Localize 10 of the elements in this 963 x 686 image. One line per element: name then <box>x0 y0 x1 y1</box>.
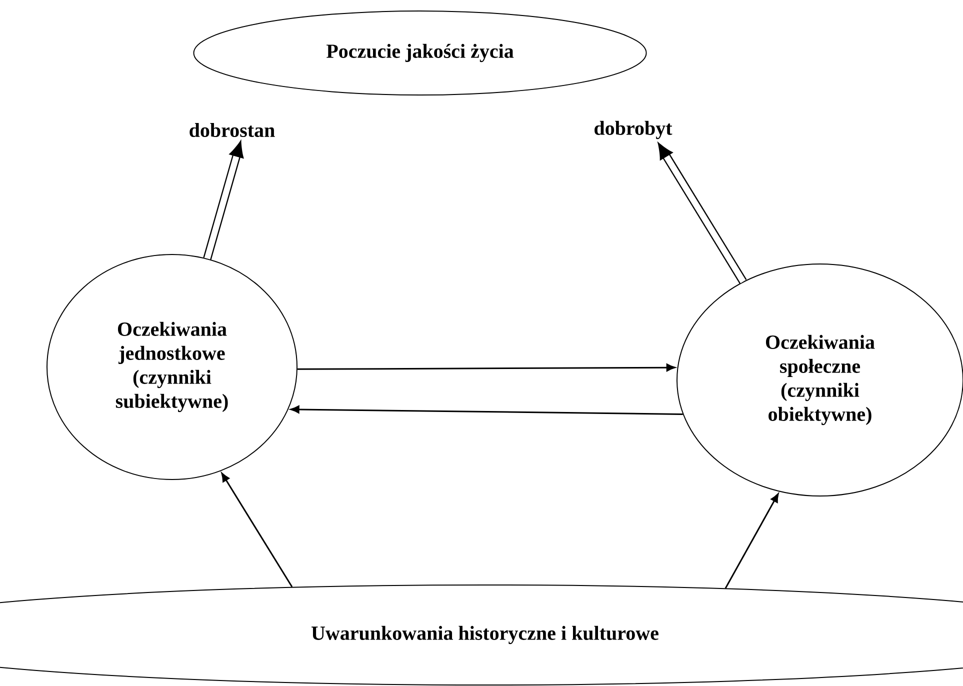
arrow <box>724 493 779 589</box>
ellipse-node: Poczucie jakości życia <box>193 10 647 96</box>
arrow <box>203 140 244 260</box>
arrow <box>221 472 293 588</box>
ellipse-node: Oczekiwania jednostkowe (czynniki subiektywne) <box>46 254 298 480</box>
arrow <box>658 142 747 284</box>
node-label: dobrostan <box>190 122 275 138</box>
arrow <box>297 364 676 372</box>
node-label: dobrobyt <box>594 120 672 140</box>
arrow <box>290 406 683 415</box>
